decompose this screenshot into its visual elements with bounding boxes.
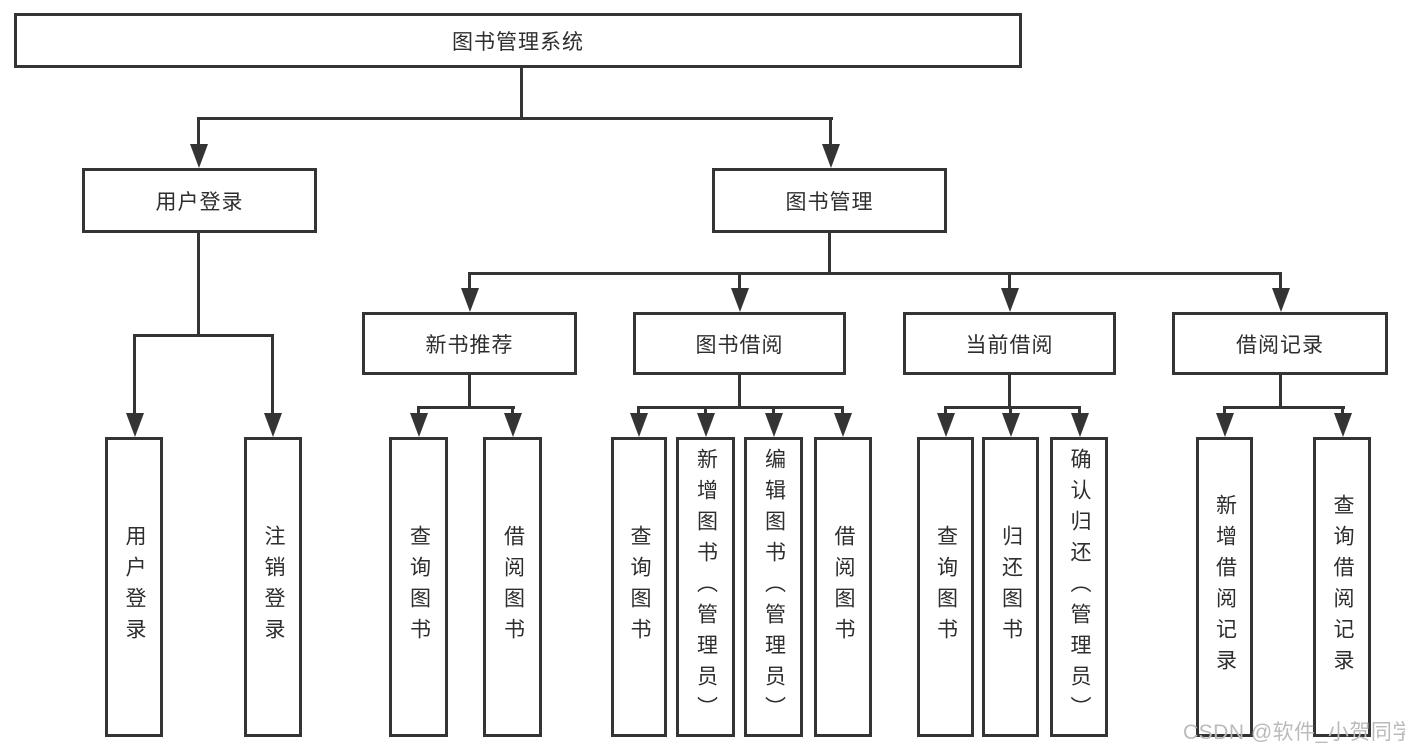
leaf-query-borrow-record: 查询借阅记录	[1313, 437, 1371, 737]
connector-to-book-borrow	[738, 272, 741, 290]
leaf-label: 归还图书	[999, 525, 1023, 649]
arrowhead-down-icon	[264, 413, 282, 437]
connector-to-leaf	[1223, 406, 1226, 415]
connector-user-login-rail	[133, 334, 274, 337]
node-label: 当前借阅	[965, 333, 1054, 357]
connector-to-leaf	[704, 406, 707, 415]
node-book-borrowing: 图书借阅	[633, 312, 846, 375]
leaf-label: 编辑图书（管理员）	[762, 447, 786, 727]
csdn-watermark: CSDN @软件_小贺同学	[1183, 721, 1405, 744]
leaf-query-books-recommend: 查询图书	[389, 437, 448, 737]
leaf-label: 查询图书	[407, 525, 431, 649]
connector-new-book-stem	[468, 373, 471, 408]
leaf-return-books: 归还图书	[982, 437, 1039, 737]
arrowhead-down-icon	[822, 144, 840, 168]
arrowhead-down-icon	[937, 413, 955, 437]
connector-to-leaf	[417, 406, 420, 415]
connector-book-borrow-stem	[738, 373, 741, 408]
node-label: 图书管理	[785, 190, 874, 214]
connector-new-book-rail	[417, 406, 515, 409]
connector-to-leaf	[133, 334, 136, 415]
connector-to-current-borrow	[1008, 272, 1011, 290]
arrowhead-down-icon	[190, 144, 208, 168]
leaf-user-login: 用户登录	[105, 437, 163, 737]
node-new-book-recommend: 新书推荐	[362, 312, 577, 375]
connector-to-book-management	[829, 117, 832, 146]
leaf-label: 注销登录	[262, 525, 285, 649]
arrowhead-down-icon	[1334, 413, 1352, 437]
node-borrowing-records: 借阅记录	[1172, 312, 1388, 375]
connector-to-leaf	[1009, 406, 1012, 415]
connector-user-login-stem	[197, 231, 200, 336]
connector-to-leaf	[511, 406, 514, 415]
connector-to-leaf	[841, 406, 844, 415]
connector-root-stem	[520, 65, 523, 119]
node-user-login: 用户登录	[82, 168, 317, 233]
leaf-label: 确认归还（管理员）	[1068, 447, 1091, 727]
connector-to-leaf	[772, 406, 775, 415]
connector-to-leaf	[1341, 406, 1344, 415]
connector-level2-rail	[468, 272, 1282, 275]
arrowhead-down-icon	[410, 413, 428, 437]
leaf-label: 借阅图书	[832, 525, 855, 649]
leaf-borrow-books-recommend: 借阅图书	[483, 437, 542, 737]
node-label: 图书管理系统	[452, 30, 584, 54]
node-current-borrowing: 当前借阅	[903, 312, 1116, 375]
connector-book-borrow-rail	[637, 406, 844, 409]
leaf-label: 借阅图书	[501, 525, 525, 649]
arrowhead-down-icon	[731, 288, 749, 312]
leaf-label: 新增图书（管理员）	[694, 447, 718, 727]
connector-to-leaf	[1078, 406, 1081, 415]
connector-to-new-book	[468, 272, 471, 290]
leaf-confirm-return-admin: 确认归还（管理员）	[1050, 437, 1108, 737]
arrowhead-down-icon	[1002, 413, 1020, 437]
leaf-label: 查询图书	[934, 525, 958, 649]
connector-current-borrow-stem	[1008, 373, 1011, 408]
node-label: 用户登录	[155, 190, 244, 214]
arrowhead-down-icon	[630, 413, 648, 437]
arrowhead-down-icon	[765, 413, 783, 437]
arrowhead-down-icon	[834, 413, 852, 437]
node-label: 图书借阅	[695, 333, 784, 357]
leaf-label: 查询借阅记录	[1331, 494, 1354, 680]
node-label: 借阅记录	[1236, 333, 1324, 357]
leaf-logout: 注销登录	[244, 437, 302, 737]
node-label: 新书推荐	[425, 333, 514, 357]
connector-book-management-stem	[828, 231, 831, 274]
connector-level1-rail	[197, 117, 833, 120]
leaf-query-books-borrowing: 查询图书	[611, 437, 667, 737]
connector-to-borrow-record	[1279, 272, 1282, 290]
node-library-system-root: 图书管理系统	[14, 13, 1022, 68]
node-book-management: 图书管理	[712, 168, 947, 233]
arrowhead-down-icon	[504, 413, 522, 437]
arrowhead-down-icon	[1216, 413, 1234, 437]
arrowhead-down-icon	[1071, 413, 1089, 437]
arrowhead-down-icon	[461, 288, 479, 312]
leaf-add-book-admin: 新增图书（管理员）	[676, 437, 735, 737]
connector-current-borrow-rail	[944, 406, 1081, 409]
arrowhead-down-icon	[1001, 288, 1019, 312]
connector-to-user-login	[197, 117, 200, 146]
leaf-label: 用户登录	[123, 525, 146, 649]
leaf-query-books-current: 查询图书	[917, 437, 974, 737]
connector-to-leaf	[944, 406, 947, 415]
leaf-add-borrow-record: 新增借阅记录	[1196, 437, 1253, 737]
arrowhead-down-icon	[697, 413, 715, 437]
leaf-borrow-books-borrowing: 借阅图书	[814, 437, 872, 737]
leaf-label: 新增借阅记录	[1213, 494, 1237, 680]
connector-borrow-record-rail	[1223, 406, 1345, 409]
connector-borrow-record-stem	[1279, 373, 1282, 408]
arrowhead-down-icon	[1272, 288, 1290, 312]
leaf-edit-book-admin: 编辑图书（管理员）	[744, 437, 803, 737]
arrowhead-down-icon	[126, 413, 144, 437]
connector-to-leaf	[637, 406, 640, 415]
leaf-label: 查询图书	[628, 525, 651, 649]
connector-to-leaf	[271, 334, 274, 415]
